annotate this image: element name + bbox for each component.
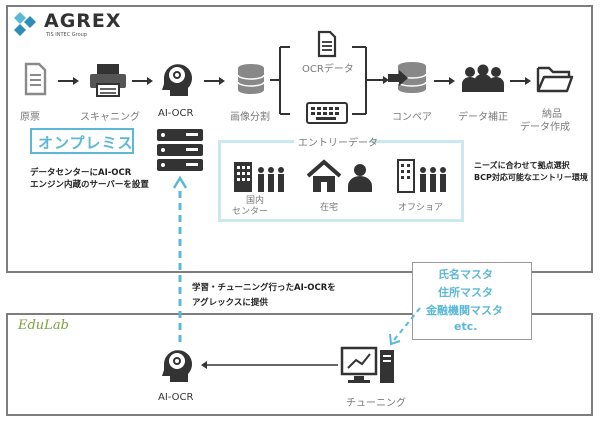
arrow-icon — [510, 77, 531, 85]
home-person-icon — [306, 159, 372, 192]
onprem-badge-label: オンプレミス — [38, 134, 134, 152]
delivery-line2: データ作成 — [520, 122, 570, 133]
needs-line1: ニーズに合わせて拠点選択 — [474, 161, 570, 170]
merge-bracket — [352, 46, 389, 115]
step-label-ai-ocr: AI-OCR — [158, 108, 194, 119]
entry-data-title-bg — [294, 134, 370, 148]
ai-head-icon — [162, 64, 192, 96]
agrex-logo-mark — [14, 12, 36, 36]
location-offshore: オフショア — [398, 203, 444, 213]
step-label-scanning: スキャニング — [80, 112, 140, 123]
agrex-name: AGREX — [44, 10, 122, 32]
people-icon — [462, 64, 504, 92]
entry-data-title: エントリーデータ — [298, 138, 378, 149]
arrow-icon — [58, 77, 79, 85]
location-domestic-line1: 国内 — [246, 196, 265, 206]
database-arrow-icon — [388, 62, 427, 93]
needs-line2: BCP対応可能なエントリー環境 — [474, 173, 588, 182]
agrex-logo: AGREX TIS INTEC Group — [12, 10, 122, 40]
edulab-logo: EduLab — [18, 318, 69, 333]
office-people-icon — [397, 159, 446, 193]
computer-chart-icon — [340, 346, 394, 383]
master-name: 氏名マスタ — [438, 268, 493, 281]
agrex-subtitle: TIS INTEC Group — [46, 32, 88, 38]
server-icon — [157, 129, 203, 171]
location-domestic: 国内 センター — [232, 196, 268, 218]
tuning-arrow — [201, 361, 338, 369]
learning-line1: 学習・チューニング行ったAI-OCRを — [192, 283, 336, 293]
building-people-icon — [234, 162, 284, 192]
learning-dashed-arrow — [172, 175, 188, 342]
ocr-data-icon — [317, 30, 337, 58]
master-address: 住所マスタ — [438, 286, 493, 299]
document-icon — [24, 62, 47, 96]
step-label-genpyo: 原票 — [20, 112, 40, 123]
masters-dashed-arrow — [389, 307, 421, 346]
onprem-badge — [30, 128, 134, 154]
arrow-icon — [132, 77, 153, 85]
keyboard-icon — [306, 102, 348, 124]
edulab-area — [6, 313, 593, 416]
ocr-data-label: OCRデータ — [302, 64, 354, 75]
learning-line2: アグレックスに提供 — [192, 298, 268, 308]
printer-icon — [90, 64, 126, 97]
step-label-image-split: 画像分割 — [230, 112, 270, 123]
step-label-correction: データ補正 — [458, 112, 508, 123]
location-home: 在宅 — [320, 203, 339, 213]
master-bank: 金融機関マスタ — [426, 304, 503, 317]
arrow-icon — [204, 77, 225, 85]
folder-icon — [536, 66, 574, 93]
arrow-icon — [434, 77, 455, 85]
master-etc: etc. — [454, 320, 478, 333]
database-icon — [237, 64, 265, 94]
delivery-line1: 納品 — [542, 109, 562, 120]
location-domestic-line2: センター — [232, 207, 269, 217]
edulab-ai-ocr-label: AI-OCR — [158, 392, 194, 403]
agrex-area — [6, 5, 593, 273]
edulab-ai-head-icon — [162, 350, 192, 382]
step-label-delivery: 納品 データ作成 — [520, 108, 570, 134]
masters-box — [412, 262, 532, 340]
onprem-note-line2: エンジン内蔵のサーバーを設置 — [30, 180, 149, 190]
split-bracket — [270, 46, 290, 115]
onprem-note-line1: データセンターにAI-OCR — [30, 168, 132, 178]
step-label-compare: コンペア — [392, 112, 432, 123]
tuning-label: チューニング — [346, 398, 406, 409]
